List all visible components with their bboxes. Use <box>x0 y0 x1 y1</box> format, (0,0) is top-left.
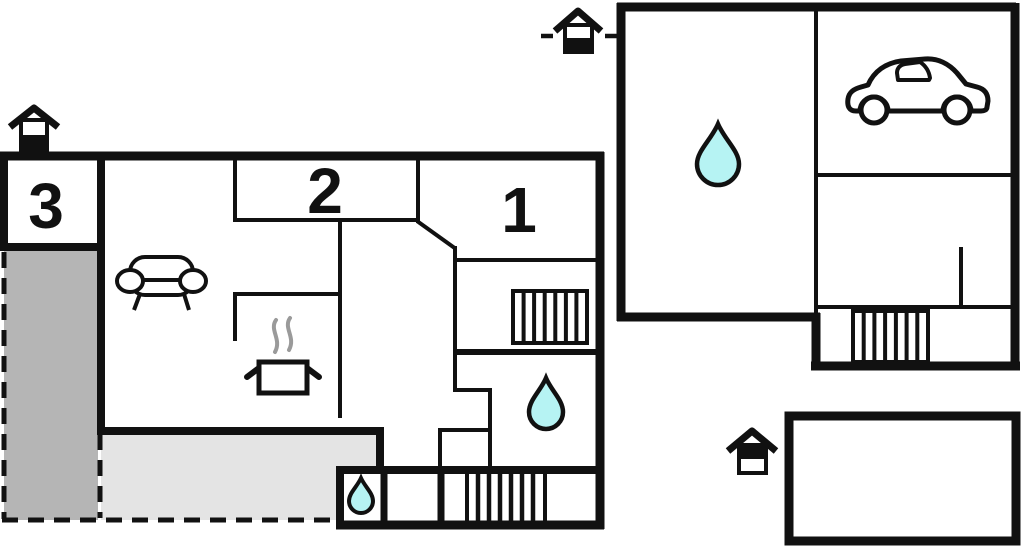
covered-terrace-area <box>4 251 98 520</box>
house-entrance-icon <box>541 7 617 54</box>
main-house-thin-walls <box>233 158 600 523</box>
water-drop-icon <box>526 372 566 432</box>
staircase-icon <box>475 472 536 523</box>
annex-interior-walls <box>814 7 1015 313</box>
terrace-dashed-boundary <box>1 252 338 523</box>
car-icon <box>845 56 991 126</box>
empty-plot-rectangle <box>784 411 1021 546</box>
room-label-2: 2 <box>307 155 343 227</box>
house-entrance-icon <box>725 427 779 475</box>
open-terrace-area <box>101 435 380 520</box>
annex-outer-walls <box>616 2 1020 371</box>
steaming-pot-icon <box>244 316 322 396</box>
staircase-icon <box>851 309 930 364</box>
main-house-thick-walls <box>0 156 600 525</box>
water-drop-icon <box>694 118 742 188</box>
room-label-1: 1 <box>501 174 537 246</box>
room-label-3: 3 <box>28 170 64 242</box>
annex-building <box>616 2 1020 371</box>
sofa-icon <box>115 255 208 311</box>
main-house: 3 2 1 <box>0 151 605 530</box>
house-entrance-icon <box>7 104 61 152</box>
staircase-icon <box>511 289 589 345</box>
water-drop-icon <box>346 473 376 515</box>
